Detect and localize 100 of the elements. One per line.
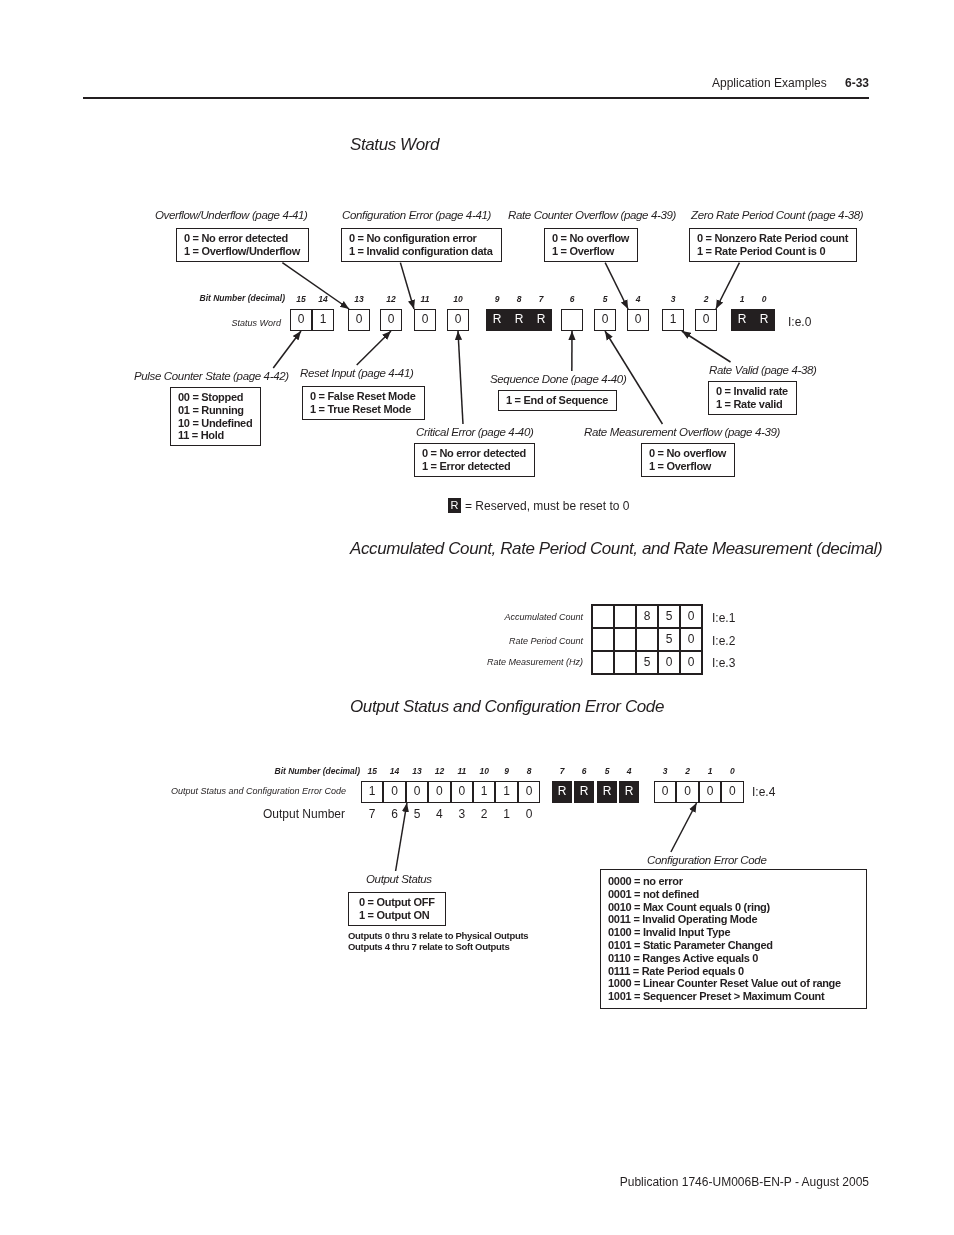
bit-cell: 0: [380, 309, 402, 331]
bit-number: 4: [635, 293, 641, 306]
address-label: I:e.2: [712, 633, 736, 649]
value-description: 1 = Rate valid: [716, 397, 784, 411]
row-label: Status Word: [231, 317, 281, 330]
arrow: [715, 261, 741, 310]
bit-cell: 0: [428, 781, 451, 803]
row-label: Rate Measurement (Hz): [486, 656, 583, 669]
bit-number-label: Bit Number (decimal): [199, 292, 285, 305]
footnote: Outputs 4 thru 7 relate to Soft Outputs: [348, 940, 510, 952]
output-number: 1: [503, 806, 510, 822]
bit-number: 15: [367, 765, 377, 778]
bit-cell: 0: [654, 781, 677, 803]
bit-number: 6: [569, 293, 575, 306]
data-cell: 0: [658, 651, 680, 674]
value-description: 0000 = no error: [608, 875, 684, 888]
reserved-bit-cell: R: [753, 309, 775, 331]
data-cell: [636, 628, 658, 651]
bit-number: 1: [707, 765, 713, 778]
reserved-bit-cell: R: [486, 309, 508, 331]
arrow: [681, 330, 732, 363]
value-description: 1000 = Linear Counter Reset Value out of range: [608, 977, 842, 991]
callout-heading: Reset Input (page 4-41): [300, 366, 414, 380]
bit-cell: 1: [495, 781, 518, 803]
data-cell: 0: [680, 628, 702, 651]
bit-number: 13: [412, 765, 422, 778]
bit-cell: 0: [383, 781, 406, 803]
bit-number: 15: [296, 293, 306, 306]
callout-heading: Rate Valid (page 4-38): [709, 363, 817, 377]
value-description: 0011 = Invalid Operating Mode: [608, 913, 759, 927]
bit-number: 1: [739, 293, 745, 306]
bit-number: 5: [602, 293, 608, 306]
bit-number: 11: [457, 765, 467, 778]
reserved-bit-cell: R: [508, 309, 530, 331]
bit-number: 14: [389, 765, 400, 778]
data-cell: [614, 628, 636, 651]
page-header: Publication 1746-UM006B-EN-P - August 2005: [619, 1174, 869, 1190]
address-label: I:e.3: [712, 655, 736, 671]
bit-cell: 1: [662, 309, 684, 331]
bit-cell: 0: [721, 781, 744, 803]
reserved-bit-cell: R: [530, 309, 552, 331]
reserved-swatch: R: [448, 497, 461, 513]
bit-number: 10: [479, 765, 489, 778]
data-cell: 5: [658, 605, 680, 628]
value-description: 0 = Output OFF: [359, 896, 435, 909]
value-description: 0 = No overflow: [649, 447, 727, 460]
callout-heading: Rate Measurement Overflow (page 4-39): [584, 425, 781, 439]
output-number: 3: [458, 806, 466, 822]
address-label: I:e.1: [712, 610, 736, 626]
value-description: 11 = Hold: [178, 429, 225, 443]
bit-number-label: Bit Number (decimal): [274, 765, 360, 778]
bit-number: 10: [453, 293, 463, 306]
callout-heading: Configuration Error Code: [647, 853, 767, 867]
value-description: 1001 = Sequencer Preset > Maximum Count: [608, 990, 826, 1003]
data-cell: 8: [636, 605, 658, 628]
value-description: 0 = No error detected: [184, 232, 290, 245]
reserved-bit-cell: R: [552, 781, 572, 803]
callout-heading: Configuration Error (page 4-41): [342, 208, 491, 222]
page-number: 6-33: [845, 75, 870, 91]
bit-cell: [561, 309, 583, 331]
value-description: 01 = Running: [178, 403, 245, 417]
arrow: [454, 330, 464, 425]
bit-cell: 0: [594, 309, 616, 331]
legend-text: = Reserved, must be reset to 0: [465, 498, 630, 514]
callout-heading: Output Status: [366, 872, 432, 886]
address-label: I:e.0: [788, 314, 812, 330]
bit-number: 4: [626, 765, 632, 778]
value-description: 0 = False Reset Mode: [310, 390, 416, 403]
callout-heading: Rate Counter Overflow (page 4-39): [508, 208, 677, 222]
arrow: [604, 261, 629, 310]
arrow: [604, 330, 664, 425]
reserved-bit-cell: R: [731, 309, 753, 331]
bit-number: 14: [318, 293, 328, 306]
bit-cell: 0: [348, 309, 370, 331]
bit-number: 12: [386, 293, 396, 306]
value-description: 1 = Overflow: [649, 459, 713, 473]
value-description: 1 = Output ON: [359, 908, 431, 922]
reserved-bit-cell: R: [574, 781, 594, 803]
bit-number: 7: [538, 293, 544, 306]
bit-number: 6: [581, 765, 587, 778]
value-description: 0 = No configuration error: [349, 232, 478, 245]
value-description: 0010 = Max Count equals 0 (ring): [608, 900, 771, 914]
page-header: Application Examples: [712, 75, 827, 91]
section-title: Accumulated Count, Rate Period Count, and Rate Measurement (decimal): [350, 541, 883, 557]
value-description: 1 = Rate Period Count is 0: [697, 244, 827, 258]
bit-number: 2: [703, 293, 709, 306]
arrow: [399, 261, 415, 310]
callout-heading: Pulse Counter State (page 4-42): [134, 369, 289, 383]
bit-cell: 0: [450, 781, 473, 803]
output-number: 7: [368, 806, 376, 822]
bit-number: 2: [685, 765, 690, 778]
value-description: 1 = Overflow/Underflow: [184, 244, 300, 258]
value-description: 0110 = Ranges Active equals 0: [608, 951, 760, 965]
bit-cell: 0: [414, 309, 436, 331]
data-cell: [592, 651, 614, 674]
value-description: 1 = Error detected: [422, 459, 512, 473]
bit-number: 11: [420, 293, 430, 306]
bit-number: 0: [761, 293, 767, 306]
data-cell: [592, 628, 614, 651]
output-number: 5: [413, 806, 421, 822]
